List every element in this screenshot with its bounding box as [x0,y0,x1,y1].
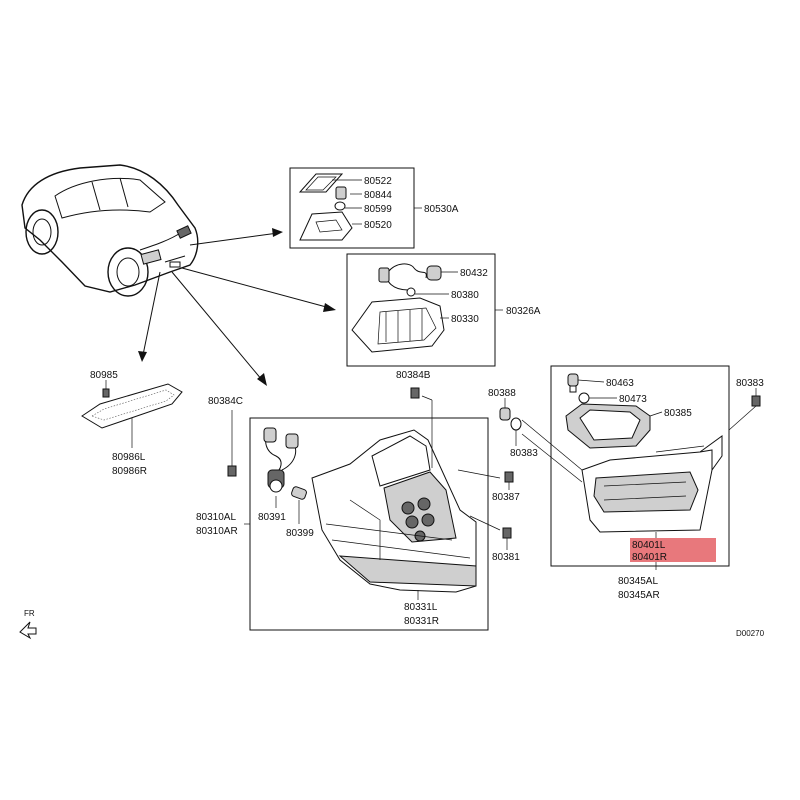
callout-80401L: 80401L [632,540,666,551]
callout-80530A: 80530A [424,204,459,215]
license-lamp-box [289,167,422,249]
callout-80985: 80985 [90,370,118,381]
highlight-80401 [630,538,716,562]
side-reflector [81,380,183,448]
callout-80986R: 80986R [112,466,147,477]
front-direction-marker: FR [19,609,37,640]
callout-80432: 80432 [460,268,488,279]
callout-80473: 80473 [619,394,647,405]
vehicle-illustration [21,164,199,297]
outer-tail-lamp-box [227,387,489,631]
callout-80520: 80520 [364,220,392,231]
callout-80310AR: 80310AR [196,526,238,537]
callout-80331R: 80331R [404,616,439,627]
callout-80385: 80385 [664,408,692,419]
callout-80330: 80330 [451,314,479,325]
callout-80391: 80391 [258,512,286,523]
callout-80986L: 80986L [112,452,146,463]
reflector-lamp-box [346,253,503,367]
callout-80331L: 80331L [404,602,438,613]
callout-80383-left: 80383 [510,448,538,459]
pointer-arrows [138,228,336,386]
diagram-code: D00270 [736,629,765,638]
callout-80326A: 80326A [506,306,541,317]
callout-80387: 80387 [492,492,520,503]
callout-80463: 80463 [606,378,634,389]
front-marker-label: FR [24,609,35,618]
callout-80383-right: 80383 [736,378,764,389]
callout-80381: 80381 [492,552,520,563]
callout-80310AL: 80310AL [196,512,236,523]
callout-80345AR: 80345AR [618,590,660,601]
callout-80388: 80388 [488,388,516,399]
callout-80345AL: 80345AL [618,576,658,587]
inner-tail-lamp-box [521,365,761,570]
callout-80399: 80399 [286,528,314,539]
callout-80522: 80522 [364,176,392,187]
callout-80599: 80599 [364,204,392,215]
callout-80844: 80844 [364,190,392,201]
callout-80401R: 80401R [632,552,667,563]
callout-80384C: 80384C [208,396,243,407]
fasteners [457,398,522,550]
callout-80384B: 80384B [396,370,431,381]
callout-80380: 80380 [451,290,479,301]
